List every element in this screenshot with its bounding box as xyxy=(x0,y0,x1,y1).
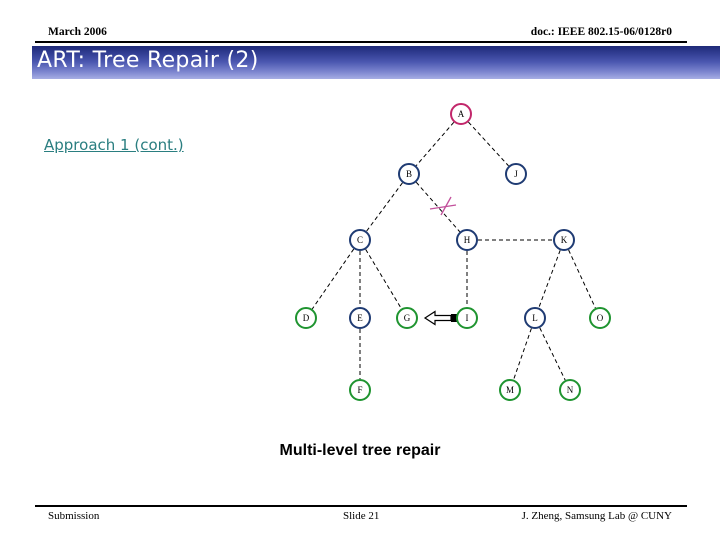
slide-footer: Submission Slide 21 J. Zheng, Samsung La… xyxy=(48,510,672,526)
tree-node-a[interactable]: A xyxy=(450,103,472,125)
tree-edge-K-L xyxy=(538,250,561,308)
footer-submission: Submission xyxy=(48,510,100,522)
tree-node-m[interactable]: M xyxy=(499,379,521,401)
tree-edge-L-M xyxy=(513,328,532,380)
tree-edge-A-J xyxy=(468,121,509,167)
tree-node-e[interactable]: E xyxy=(349,307,371,329)
footer-slide-number: Slide 21 xyxy=(343,510,380,522)
header-date: March 2006 xyxy=(48,26,107,38)
header-divider xyxy=(35,41,687,43)
diagram-caption: Multi-level tree repair xyxy=(279,442,441,459)
tree-edge-layer xyxy=(311,121,596,381)
tree-node-i[interactable]: I xyxy=(456,307,478,329)
header-doc-number: doc.: IEEE 802.15-06/0128r0 xyxy=(530,26,672,38)
tree-edge-A-B xyxy=(415,121,455,167)
tree-node-n[interactable]: N xyxy=(559,379,581,401)
tree-edge-C-G xyxy=(365,249,402,309)
tree-edge-B-H xyxy=(415,181,461,233)
footer-author: J. Zheng, Samsung Lab @ CUNY xyxy=(521,510,672,522)
tree-node-l[interactable]: L xyxy=(524,307,546,329)
link-break-mark xyxy=(429,196,457,216)
tree-node-d[interactable]: D xyxy=(295,307,317,329)
tree-node-g[interactable]: G xyxy=(396,307,418,329)
page-title: ART: Tree Repair (2) xyxy=(37,48,259,73)
tree-node-k[interactable]: K xyxy=(553,229,575,251)
tree-node-f[interactable]: F xyxy=(349,379,371,401)
tree-node-h[interactable]: H xyxy=(456,229,478,251)
tree-edge-L-N xyxy=(539,327,566,381)
move-arrow-icon xyxy=(423,310,457,326)
tree-node-c[interactable]: C xyxy=(349,229,371,251)
tree-node-o[interactable]: O xyxy=(589,307,611,329)
tree-annotation-layer xyxy=(423,196,457,326)
tree-node-j[interactable]: J xyxy=(505,163,527,185)
footer-divider xyxy=(35,505,687,507)
tree-edge-B-C xyxy=(366,182,403,232)
tree-edge-C-D xyxy=(311,248,355,310)
tree-edge-K-O xyxy=(568,249,596,309)
section-heading: Approach 1 (cont.) xyxy=(44,136,184,154)
tree-node-b[interactable]: B xyxy=(398,163,420,185)
title-band xyxy=(32,46,720,79)
slide-header: March 2006 doc.: IEEE 802.15-06/0128r0 xyxy=(48,22,672,38)
